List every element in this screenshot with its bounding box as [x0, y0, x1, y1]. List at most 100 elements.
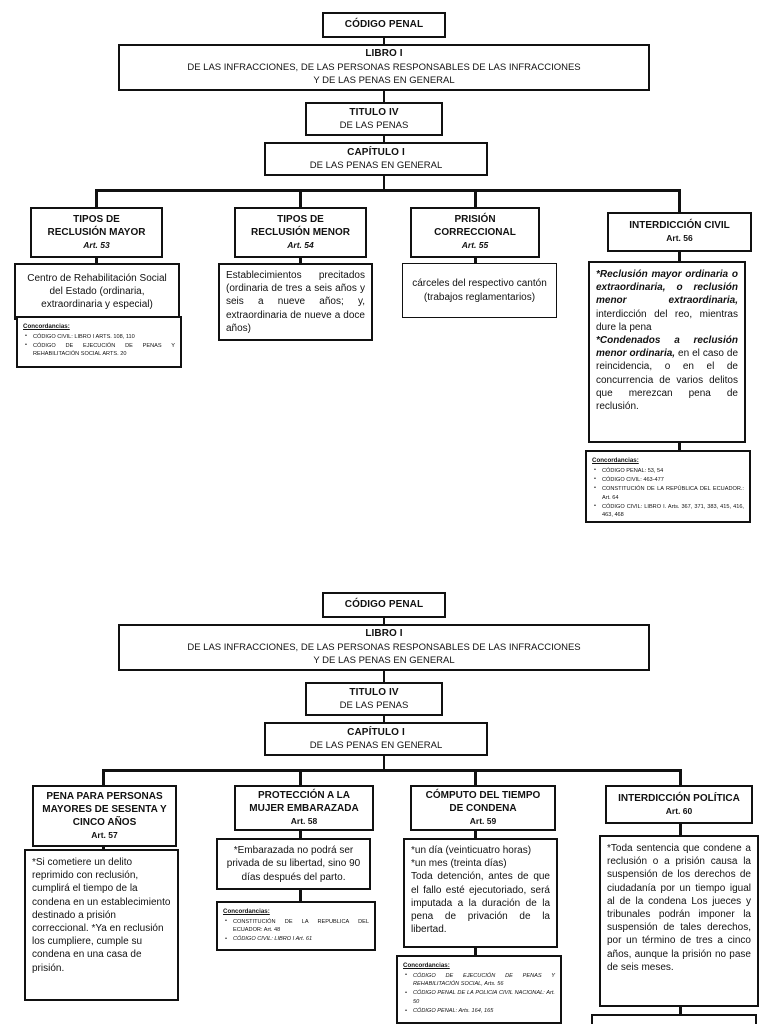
connector-libro-titulo-1	[383, 91, 385, 102]
concordancias-title: Concordancias:	[403, 962, 450, 969]
category-head-line-2: RECLUSIÓN MENOR	[251, 227, 350, 239]
node-concordancias-reclusion-mayor: Concordancias: CÓDIGO CIVIL: LIBRO I ART…	[16, 316, 182, 368]
connector-bus-col-1-2	[102, 769, 105, 785]
node-label: CÓDIGO PENAL	[344, 19, 424, 31]
body-line-1: *un día (veinticuatro horas)	[411, 845, 532, 856]
category-head-line-2: MUJER EMBARAZADA	[249, 802, 359, 814]
category-head-line-3: CINCO AÑOS	[72, 817, 137, 829]
body-text: *Embarazada no podrá ser privada de su l…	[226, 845, 361, 883]
node-codigo-penal-1: CÓDIGO PENAL	[322, 12, 446, 38]
body-paragraph-2: *Condenados a reclusión menor ordinaria,…	[596, 335, 738, 412]
capitulo-sub: DE LAS PENAS EN GENERAL	[309, 740, 443, 752]
node-interdiccion-politica: INTERDICCIÓN POLÍTICA Art. 60	[605, 785, 753, 824]
connector-bus-col-4-2	[679, 769, 682, 785]
connector-bus-col-3-1	[474, 189, 477, 207]
node-body-proteccion-mujer-embarazada: *Embarazada no podrá ser privada de su l…	[216, 838, 371, 890]
connector-bus-2	[103, 769, 681, 772]
concordancias-item: CÓDIGO PENAL: 53, 54	[594, 466, 744, 476]
concordancias-title: Concordancias:	[223, 908, 270, 915]
category-article: Art. 60	[665, 805, 693, 816]
connector-c3-body-1	[474, 258, 477, 264]
connector-bus-col-2-2	[299, 769, 302, 785]
titulo-sub: DE LAS PENAS	[339, 120, 409, 132]
category-head-line-1: TIPOS DE	[277, 214, 324, 226]
concordancias-title: Concordancias:	[23, 323, 70, 330]
connector-capitulo-bus-1	[383, 176, 385, 189]
connector-c4-body-2	[679, 824, 682, 836]
concordancias-list: CÓDIGO DE EJECUCIÓN DE PENAS Y REHABILIT…	[403, 971, 555, 1017]
body-emphasis-2: *Condenados a reclusión menor ordinaria,	[596, 334, 738, 360]
connector-c3-body-2	[474, 831, 477, 840]
body-paragraph-1: *Reclusión mayor ordinaria o extraordina…	[596, 269, 738, 333]
node-label: CÓDIGO PENAL	[344, 599, 424, 611]
node-body-computo-tiempo-condena: *un día (veinticuatro horas) *un mes (tr…	[403, 838, 558, 948]
concordancias-list: CÓDIGO CIVIL: LIBRO I ARTS. 108, 110 CÓD…	[23, 332, 175, 360]
capitulo-sub: DE LAS PENAS EN GENERAL	[309, 160, 443, 172]
node-trailing-empty-box	[591, 1014, 757, 1024]
category-head-line-1: PROTECCIÓN A LA	[257, 789, 351, 801]
body-text: *Toda sentencia que condene a reclusión …	[607, 843, 751, 973]
libro-line-1: DE LAS INFRACCIONES, DE LAS PERSONAS RES…	[187, 61, 581, 73]
node-tipos-reclusion-mayor: TIPOS DE RECLUSIÓN MAYOR Art. 53	[30, 207, 163, 258]
body-text: cárceles del respectivo cantón (trabajos…	[412, 278, 547, 303]
body-text: Centro de Rehabilitación Social del Esta…	[27, 272, 167, 311]
concordancias-title: Concordancias:	[592, 457, 639, 464]
category-article: Art. 58	[290, 815, 318, 826]
category-article: Art. 54	[287, 240, 314, 251]
category-head-line-1: TIPOS DE	[73, 214, 120, 226]
concordancias-list: CÓDIGO PENAL: 53, 54 CÓDIGO CIVIL: 463-4…	[592, 466, 744, 521]
node-body-reclusion-menor: Establecimientos precitados (ordinaria d…	[218, 263, 373, 341]
connector-bus-1	[96, 189, 680, 192]
connector-c4-body-1	[678, 252, 681, 262]
node-body-reclusion-mayor: Centro de Rehabilitación Social del Esta…	[14, 263, 180, 320]
connector-c1-body-1	[95, 258, 98, 264]
connector-root-libro-2	[383, 618, 385, 624]
category-head-line-1: INTERDICCIÓN CIVIL	[629, 220, 730, 232]
titulo-sub: DE LAS PENAS	[339, 700, 409, 712]
body-rest: Toda detención, antes de que el fallo es…	[411, 871, 550, 936]
body-emphasis-1: *Reclusión mayor ordinaria o extraordina…	[596, 269, 738, 307]
node-codigo-penal-2: CÓDIGO PENAL	[322, 592, 446, 618]
connector-root-libro-1	[383, 38, 385, 44]
body-line-2: *un mes (treinta días)	[411, 858, 507, 870]
connector-c3-conc-2	[474, 948, 477, 958]
node-titulo-iv-1: TITULO IV DE LAS PENAS	[305, 102, 443, 136]
concordancias-item: CONSTITUCIÓN DE LA REPUBLICA DEL ECUADOR…	[225, 917, 369, 935]
concordancias-item: CÓDIGO CIVIL: 463-477	[594, 475, 744, 485]
node-concordancias-computo-tiempo: Concordancias: CÓDIGO DE EJECUCIÓN DE PE…	[396, 955, 562, 1024]
connector-bus-col-4-1	[678, 189, 681, 212]
node-tipos-reclusion-menor: TIPOS DE RECLUSIÓN MENOR Art. 54	[234, 207, 367, 258]
concordancias-list: CONSTITUCIÓN DE LA REPUBLICA DEL ECUADOR…	[223, 917, 369, 945]
libro-title: LIBRO I	[365, 48, 403, 60]
connector-titulo-capitulo-1	[383, 136, 385, 142]
category-article: Art. 56	[666, 233, 693, 244]
concordancias-item: CONSTITUCIÓN DE LA REPÚBLICA DEL ECUADOR…	[594, 484, 744, 502]
category-head-line-1: PENA PARA PERSONAS	[46, 791, 163, 803]
concordancias-item: CÓDIGO CIVIL: LIBRO I Art. 61	[225, 935, 369, 944]
body-rest-1: interdicción del reo, mientras dure la p…	[596, 308, 738, 333]
node-body-interdiccion-politica: *Toda sentencia que condene a reclusión …	[599, 835, 759, 1007]
node-pena-personas-mayores: PENA PARA PERSONAS MAYORES DE SESENTA Y …	[32, 785, 177, 847]
connector-c2-body-1	[299, 258, 302, 264]
body-rest-2: en el caso de reincidencia, o en el de c…	[596, 348, 739, 412]
connector-bus-col-2-1	[299, 189, 302, 207]
connector-titulo-capitulo-2	[383, 716, 385, 722]
concordancias-item: CÓDIGO DE EJECUCIÓN DE PENAS Y REHABILIT…	[25, 341, 175, 359]
connector-capitulo-bus-2	[383, 756, 385, 769]
node-concordancias-proteccion-mujer: Concordancias: CONSTITUCIÓN DE LA REPUBL…	[216, 901, 376, 951]
connector-c2-conc-2	[299, 890, 302, 902]
category-article: Art. 57	[91, 830, 118, 841]
category-head-line-2: CORRECCIONAL	[434, 227, 516, 239]
connector-libro-titulo-2	[383, 671, 385, 682]
category-head-line-2: DE CONDENA	[449, 802, 517, 814]
node-libro-i-1: LIBRO I DE LAS INFRACCIONES, DE LAS PERS…	[118, 44, 650, 91]
node-body-pena-personas-mayores: *Si cometiere un delito reprimido con re…	[24, 849, 179, 1001]
category-head-line-1: PRISIÓN	[454, 214, 496, 226]
category-article: Art. 59	[469, 815, 497, 826]
capitulo-title: CAPÍTULO I	[347, 726, 405, 738]
category-article: Art. 53	[83, 240, 110, 251]
libro-line-2: Y DE LAS PENAS EN GENERAL	[313, 655, 455, 667]
category-head-line-2: RECLUSIÓN MAYOR	[47, 227, 146, 239]
libro-title: LIBRO I	[365, 628, 403, 640]
concordancias-item: CÓDIGO CIVIL: LIBRO I ARTS. 108, 110	[25, 332, 175, 342]
